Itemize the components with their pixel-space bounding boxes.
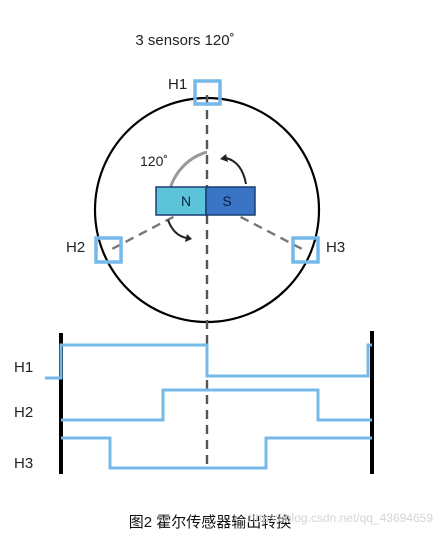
rotation-arrowhead-right	[220, 154, 228, 162]
waveform-label-h3: H3	[14, 455, 33, 472]
rotation-arrowhead-left	[185, 234, 192, 242]
waveform-label-h1: H1	[14, 359, 33, 376]
angle-label: 120˚	[140, 153, 168, 169]
magnet-south	[205, 186, 256, 216]
waveform-h3	[61, 436, 372, 470]
sensor-h3-label: H3	[326, 239, 345, 256]
sensor-h1-box	[193, 79, 222, 106]
south-label: S	[222, 193, 231, 209]
rotation-arrow-right	[225, 157, 247, 185]
figure-caption: 图2 霍尔传感器输出转换	[129, 514, 292, 531]
rotation-arrow-left	[167, 219, 188, 239]
waveform-h2	[61, 388, 372, 422]
sensor-h2-box	[94, 236, 123, 264]
sensor-h3-box	[291, 236, 320, 264]
waveform-label-h2: H2	[14, 404, 33, 421]
diagram-title: 3 sensors 120˚	[135, 32, 234, 49]
north-label: N	[181, 193, 191, 209]
sensor-h2-label: H2	[66, 239, 85, 256]
sensor-h1-label: H1	[168, 76, 187, 93]
watermark-text: https://blog.csdn.net/qq_43694659	[249, 511, 433, 525]
waveform-h1	[45, 343, 372, 380]
